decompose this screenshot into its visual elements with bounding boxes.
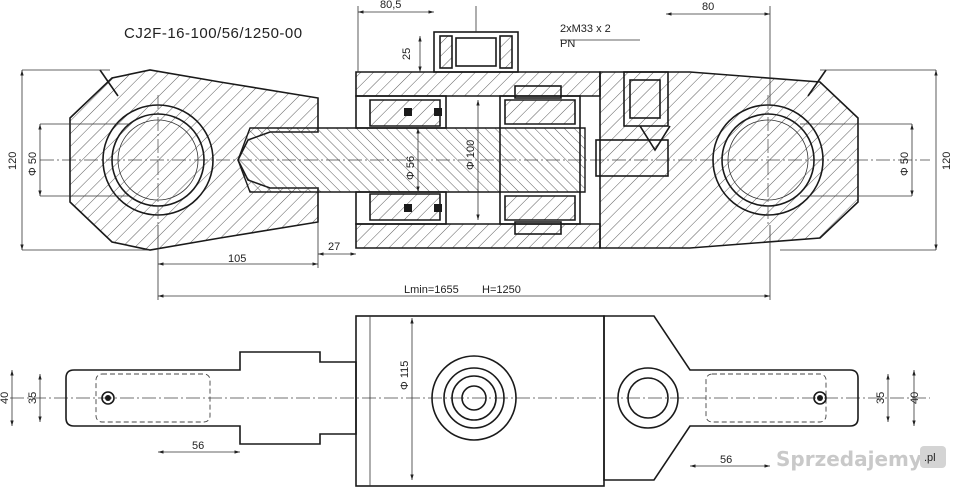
barrel-plan	[355, 315, 605, 487]
dim-length: Lmin=1655	[404, 284, 459, 296]
dim-eye-inner-right: 35	[875, 392, 887, 404]
watermark-badge-text: .pl	[924, 452, 936, 464]
dim-rod-dia: Φ 56	[405, 156, 417, 180]
dim-eye-width-right: 40	[909, 392, 921, 404]
dim-rod-stub: 27	[328, 241, 340, 253]
right-head-plan	[603, 315, 859, 481]
dim-bore-left: Φ 50	[27, 152, 39, 176]
port-sub: PN	[560, 38, 575, 50]
dim-eye-height-right: 120	[941, 152, 953, 170]
grease-nipple-right	[807, 69, 827, 97]
watermark-text: Sprzedajemy	[776, 447, 922, 471]
dim-eye-len-left: 56	[192, 440, 204, 452]
dim-eye-width-left: 40	[0, 392, 11, 404]
dim-eye-height-left: 120	[7, 152, 19, 170]
dim-eye-to-head: 105	[228, 253, 246, 265]
dim-port-pitch: 80	[702, 1, 714, 13]
dim-eye-inner-left: 35	[27, 392, 39, 404]
watermark-badge	[920, 446, 946, 468]
dim-bore-dia: Φ 100	[465, 140, 477, 170]
section-view	[20, 6, 938, 300]
grease-nipple-left	[99, 69, 119, 97]
dim-stroke: H=1250	[482, 284, 521, 296]
right-eye-body	[599, 71, 859, 249]
dim-bore-right: Φ 50	[899, 152, 911, 176]
dim-barrel-dia: Φ 115	[399, 361, 411, 390]
plan-view	[10, 315, 930, 487]
drawing-title: CJ2F-16-100/56/1250-00	[124, 25, 303, 42]
dim-eye-len-right: 56	[720, 454, 732, 466]
barrel-bottom	[355, 223, 601, 249]
dim-port-height: 25	[401, 48, 413, 60]
dim-port-offset: 80,5	[380, 0, 401, 11]
right-port	[623, 71, 669, 127]
port-note: 2xM33 x 2	[560, 23, 611, 35]
barrel-top	[355, 71, 601, 97]
